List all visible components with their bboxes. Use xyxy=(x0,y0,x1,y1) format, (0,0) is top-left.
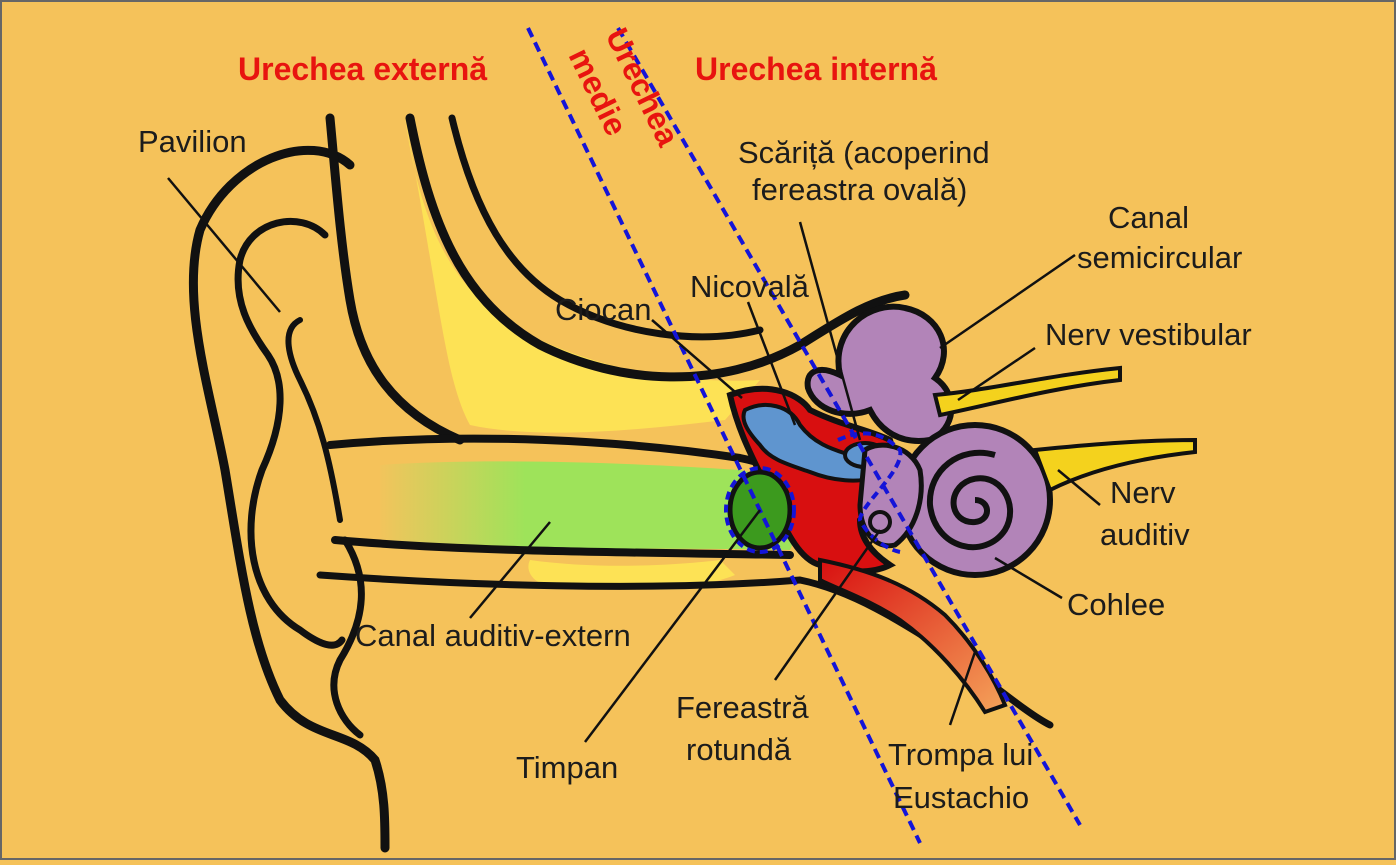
leader-timpan xyxy=(584,509,761,743)
divider-middle-inner xyxy=(616,26,1082,827)
pinna-top-curve xyxy=(325,113,465,445)
cochlea-spiral xyxy=(926,449,1013,551)
ear-canal xyxy=(380,461,796,550)
vestibular-nerve xyxy=(932,365,1122,418)
label-nerv-auditiv-2: auditiv xyxy=(1100,517,1190,552)
pinna-helix-inner xyxy=(285,317,343,523)
leader-trompa xyxy=(948,651,977,726)
temporal-bone-upper xyxy=(405,118,760,433)
label-ciocan: Ciocan xyxy=(555,292,652,327)
pinna-lobe-curve xyxy=(330,536,365,739)
leader-cohlee xyxy=(994,556,1063,600)
label-scarita-1: Scăriță (acoperind xyxy=(738,135,990,170)
divider-outer-middle xyxy=(526,27,922,844)
label-timpan: Timpan xyxy=(516,750,618,785)
ear-canal-bottom-wall xyxy=(331,536,794,559)
leader-ciocan xyxy=(651,319,743,399)
label-canal-semicircular-1: Canal xyxy=(1108,200,1189,235)
skull-outline-inner xyxy=(448,114,764,341)
pinna-outline xyxy=(188,145,390,853)
leader-nicovala xyxy=(746,301,797,426)
label-canal-auditiv-extern: Canal auditiv-extern xyxy=(355,618,631,653)
leader-pavilion xyxy=(167,177,281,313)
label-canal-semicircular-2: semicircular xyxy=(1077,240,1242,275)
section-title-outer: Urechea externă xyxy=(238,51,487,87)
eardrum-boundary xyxy=(724,466,796,554)
label-trompa-2: Eustachio xyxy=(893,780,1029,815)
label-nerv-auditiv-1: Nerv xyxy=(1110,475,1176,510)
leader-canal-semicircular xyxy=(939,253,1076,350)
label-pavilion: Pavilion xyxy=(138,124,247,159)
leader-scarita xyxy=(798,221,862,441)
auditory-nerve xyxy=(1032,437,1197,493)
leader-fereastra-rotunda xyxy=(773,529,882,681)
label-scarita-2: fereastra ovală) xyxy=(752,172,967,207)
leader-canal-auditiv xyxy=(469,521,551,619)
temporal-bone-lower xyxy=(528,560,735,590)
eustachian-tube xyxy=(818,557,1008,715)
pinna-inner-fold xyxy=(234,217,346,649)
label-fereastra-rotunda-1: Fereastră xyxy=(676,690,809,725)
skull-outline-upper xyxy=(405,113,910,382)
section-title-inner: Urechea internă xyxy=(695,51,937,87)
leader-lines xyxy=(167,177,1101,743)
inner-ear-boundary xyxy=(837,431,903,554)
leader-nerv-vestibular xyxy=(957,346,1036,402)
label-nerv-vestibular: Nerv vestibular xyxy=(1045,317,1252,352)
label-cohlee: Cohlee xyxy=(1067,587,1165,622)
label-trompa-1: Trompa lui xyxy=(888,737,1033,772)
leader-nerv-auditiv xyxy=(1057,469,1101,506)
label-fereastra-rotunda-2: rotundă xyxy=(686,732,792,767)
round-window xyxy=(868,510,892,534)
label-nicovala: Nicovală xyxy=(690,269,810,304)
